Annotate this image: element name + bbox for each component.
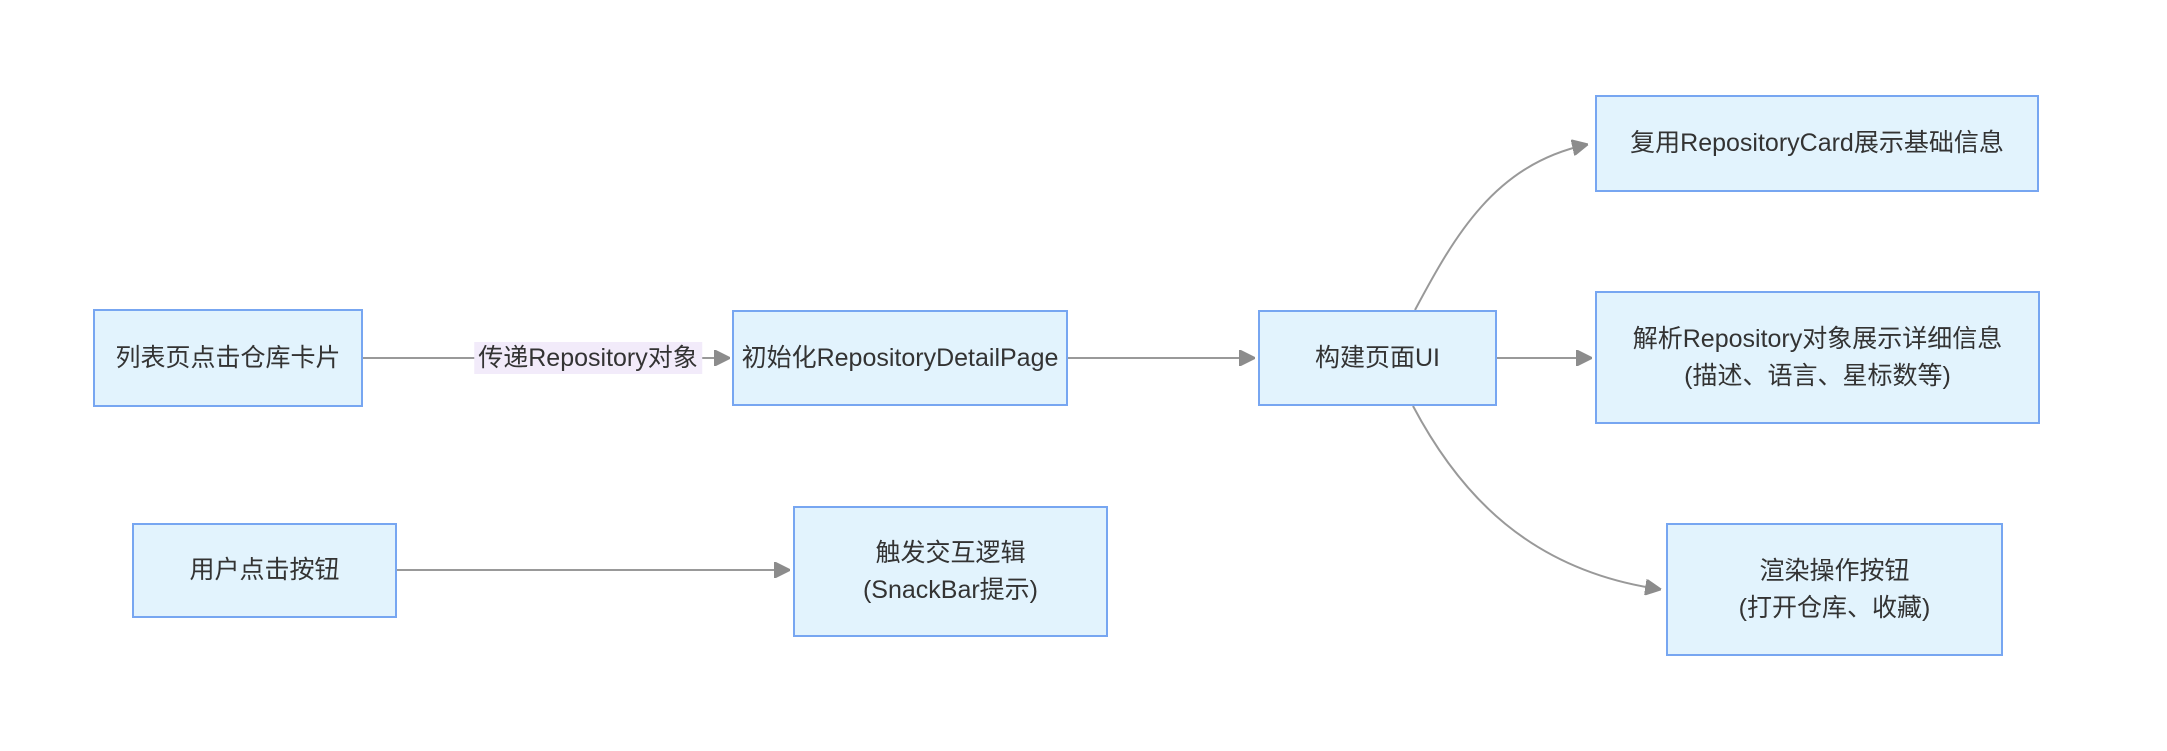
node-parse-repository-object-label: 解析Repository对象展示详细信息 (描述、语言、星标数等)	[1632, 325, 2003, 390]
node-init-detail-page-label: 初始化RepositoryDetailPage	[741, 343, 1059, 372]
node-click-repo-card-label: 列表页点击仓库卡片	[115, 343, 341, 372]
node-render-action-buttons: 渲染操作按钮 (打开仓库、收藏)	[1666, 523, 2003, 656]
node-reuse-repository-card-label: 复用RepositoryCard展示基础信息	[1630, 129, 2004, 158]
node-user-click-button: 用户点击按钮	[132, 523, 397, 618]
node-click-repo-card: 列表页点击仓库卡片	[93, 309, 363, 407]
node-init-detail-page: 初始化RepositoryDetailPage	[732, 310, 1068, 406]
node-build-page-ui-label: 构建页面UI	[1314, 343, 1440, 372]
node-trigger-interaction: 触发交互逻辑 (SnackBar提示)	[793, 506, 1108, 637]
node-parse-repository-object: 解析Repository对象展示详细信息 (描述、语言、星标数等)	[1595, 291, 2040, 424]
node-user-click-button-label: 用户点击按钮	[189, 556, 340, 585]
edge-build-ui-to-reuse-card	[1414, 145, 1585, 311]
node-build-page-ui: 构建页面UI	[1258, 310, 1497, 406]
node-reuse-repository-card: 复用RepositoryCard展示基础信息	[1595, 95, 2039, 192]
edge-label-pass-repository-object: 传递Repository对象	[474, 342, 702, 374]
edge-build-ui-to-render-buttons	[1412, 405, 1658, 589]
node-render-action-buttons-label: 渲染操作按钮 (打开仓库、收藏)	[1738, 557, 1931, 622]
node-trigger-interaction-label: 触发交互逻辑 (SnackBar提示)	[862, 539, 1039, 604]
